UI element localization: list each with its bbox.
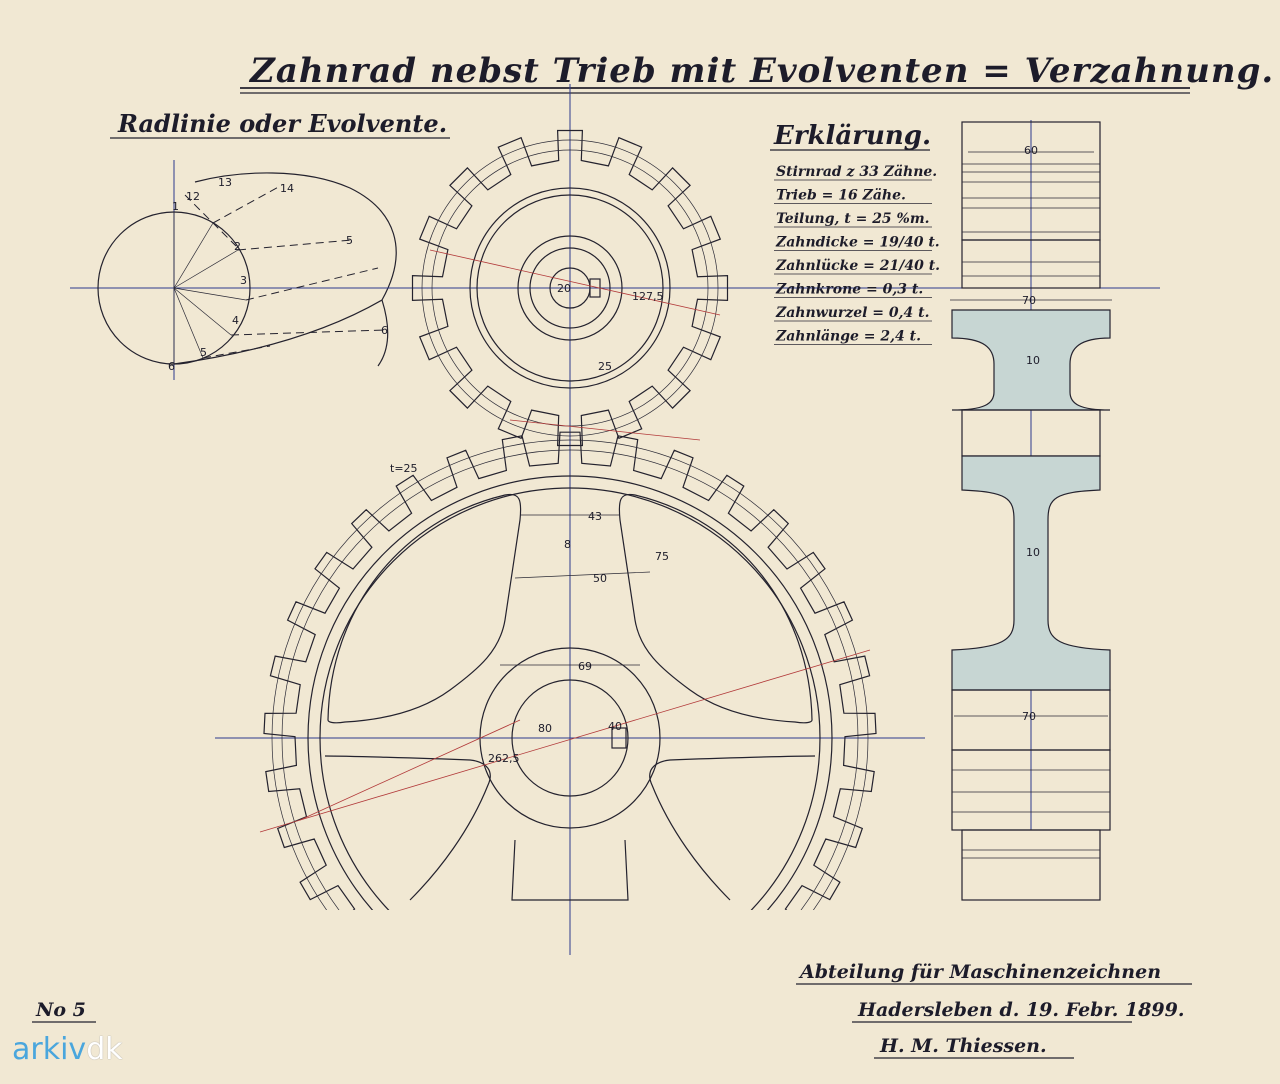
involute-label: 14 [280,182,294,195]
legend-line: Teilung, t = 25 %m. [776,211,930,227]
legend-line: Zahnwurzel = 0,4 t. [775,305,929,321]
dim-side-top: 60 [1024,144,1038,157]
involute-diagram: 6 5 4 3 2 1 12 13 14 5 6 [70,160,510,380]
dim-spoke-width: 8 [564,538,571,551]
legend-line: Trieb = 16 Zähe. [776,188,906,204]
involute-label: 3 [240,274,247,287]
spur-gear: 8 43 50 75 69 80 40 262,5 t=25 [259,431,877,910]
dim-pinion-hub: 20 [557,282,571,295]
legend-line: Stirnrad z 33 Zähne. [776,164,937,180]
side-section-view: 60 70 10 10 70 [950,121,1112,901]
legend-line: Zahndicke = 19/40 t. [775,235,940,251]
dim-side-mid: 70 [1022,294,1036,307]
involute-label: 4 [232,314,239,327]
dim-hub-dia: 69 [578,660,592,673]
dim-key: 40 [608,720,622,733]
legend-line: Zahnlücke = 21/40 t. [775,258,940,274]
signature-block: Abteilung für Maschinenzeichnen Hadersle… [796,961,1192,1059]
involute-label: 5 [346,234,353,247]
legend: Erklärung. Stirnrad z 33 Zähne. Trieb = 1… [770,121,940,345]
involute-label: 13 [218,176,232,189]
watermark-arkiv: arkiv [12,1032,87,1067]
legend-heading: Erklärung. [773,121,931,151]
legend-line: Zahnlänge = 2,4 t. [775,329,921,345]
dim-side-bottom: 70 [1022,710,1036,723]
dim-side-web-bottom: 10 [1026,546,1040,559]
dim-spoke-span: 50 [593,572,607,585]
involute-subtitle: Radlinie oder Evolvente. [117,109,447,138]
legend-line: Zahnkrone = 0,3 t. [775,282,923,298]
dim-gear-radius: 262,5 [488,752,520,765]
dim-side-web-top: 10 [1026,354,1040,367]
dim-rim: 75 [655,550,669,563]
dim-spoke-gap: 43 [588,510,602,523]
drawing-title: Zahnrad nebst Trieb mit Evolventen = Ver… [248,51,1274,91]
archive-watermark: arkivdk [12,1032,123,1067]
signature-department: Abteilung für Maschinenzeichnen [798,961,1161,983]
involute-label: 5 [200,346,207,359]
signature-place-date: Hadersleben d. 19. Febr. 1899. [857,999,1184,1021]
involute-label: 6 [168,360,175,373]
involute-label: 12 [186,190,200,203]
pinion-gear: 20 127,5 25 [411,129,729,447]
signature-name: H. M. Thiessen. [879,1035,1047,1057]
dim-hub-inner: 80 [538,722,552,735]
dim-gear-pitch: t=25 [390,462,418,475]
involute-label: 1 [172,200,179,213]
involute-label: 2 [234,240,241,253]
gear-teeth-outline [263,431,877,910]
dim-pinion-arc: 25 [598,360,612,373]
gear-section-fill [951,455,1111,691]
involute-label: 6 [381,324,388,337]
watermark-dk: dk [86,1032,123,1067]
sheet-number: No 5 [35,999,86,1021]
pinion-section-fill [951,309,1111,411]
dim-pinion-radius: 127,5 [632,290,664,303]
